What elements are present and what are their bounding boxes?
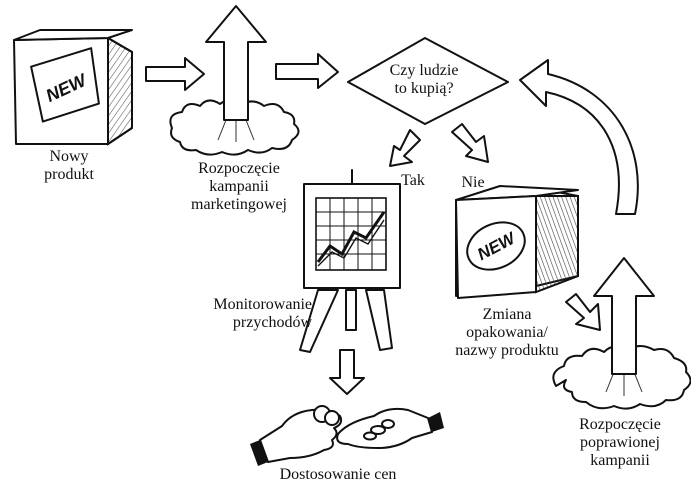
- new-product-label: Nowy produkt: [44, 148, 94, 183]
- rebrand-box-icon: NEW: [455, 185, 579, 299]
- launch-rocket-icon: [169, 5, 300, 156]
- yes-label: Tak: [401, 172, 425, 189]
- price-label: Dostosowanie cen: [279, 466, 397, 483]
- launch-label: Rozpoczęcie kampanii marketingowej: [191, 160, 287, 213]
- monitor-label: Monitorowanie przychodów: [213, 296, 312, 331]
- rebrand-label: Zmiana opakowania/ nazwy produktu: [455, 306, 559, 359]
- no-label: Nie: [461, 174, 485, 191]
- arrow-decision-yes: [389, 129, 421, 167]
- price-hands-icon: [250, 405, 444, 466]
- arrow-launch-to-decision: [275, 53, 339, 89]
- arrow-monitor-to-price: [329, 349, 365, 395]
- arrow-rebrand-to-relaunch: [565, 293, 601, 331]
- arrow-product-to-launch: [145, 57, 205, 91]
- decision-label: Czy ludzie to kupią?: [389, 62, 459, 97]
- decision-diamond: [347, 37, 509, 125]
- new-product-box-icon: NEW: [13, 29, 133, 146]
- revenue-easel-icon: [299, 169, 401, 353]
- relaunch-label: Rozpoczęcie poprawionej kampanii: [579, 416, 661, 469]
- arrow-decision-no: [451, 123, 489, 163]
- return-curved-arrow: [519, 59, 639, 215]
- relaunch-rocket-icon: [552, 257, 691, 410]
